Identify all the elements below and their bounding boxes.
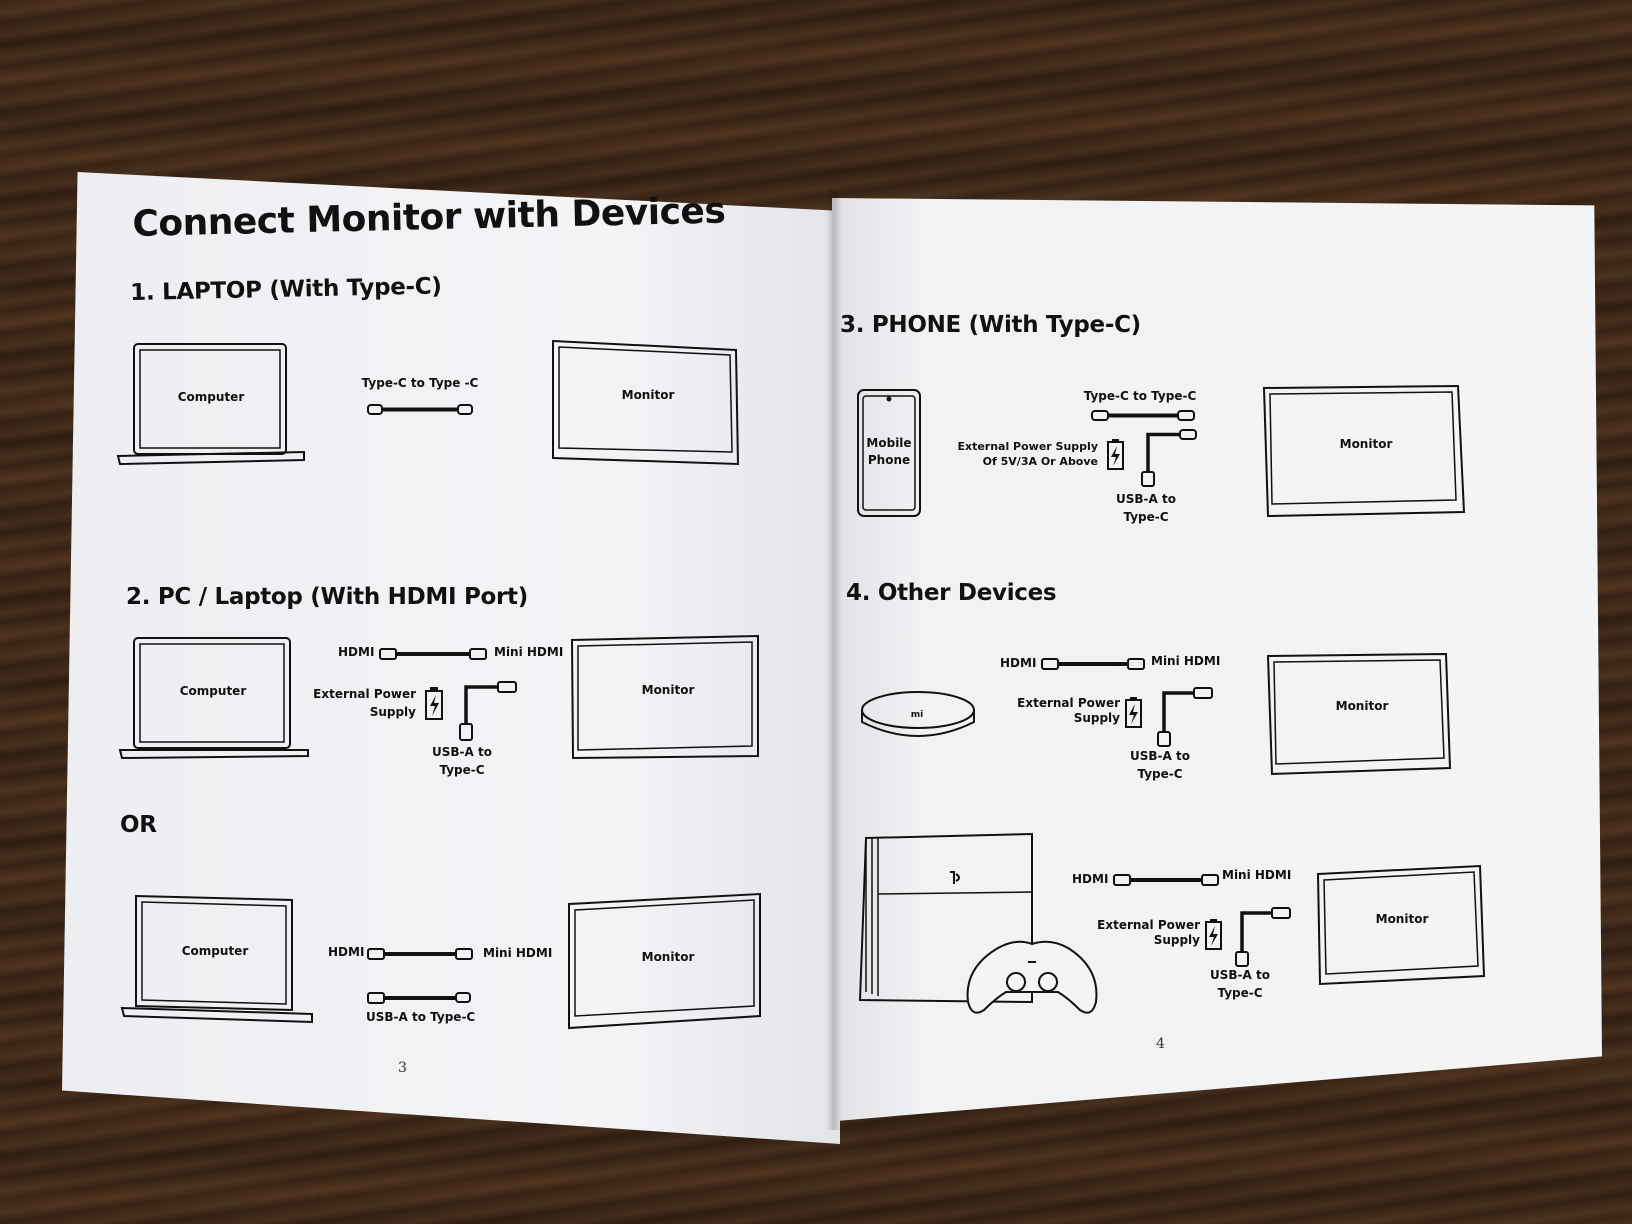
section-4-heading: 4. Other Devices	[846, 580, 1057, 606]
usb-label-line2: Type-C	[1123, 510, 1169, 524]
battery-icon	[1124, 697, 1144, 730]
battery-icon	[1106, 439, 1126, 472]
laptop-icon	[118, 636, 312, 762]
phone-label-line2: Phone	[867, 453, 911, 467]
hdmi-label: HDMI	[1072, 872, 1109, 886]
type-c-cable-icon	[366, 402, 476, 418]
hdmi-label: HDMI	[328, 945, 365, 959]
book-gutter	[826, 190, 842, 1130]
battery-icon	[424, 687, 446, 722]
monitor-icon	[1262, 384, 1468, 520]
type-c-cable-icon	[1090, 408, 1200, 424]
monitor-label: Monitor	[641, 683, 695, 697]
usb-label-line2: Type-C	[1137, 767, 1183, 781]
power-label-line2: Supply	[369, 705, 416, 719]
hdmi-cable-icon	[1112, 872, 1224, 888]
computer-label: Computer	[179, 684, 247, 698]
laptop-icon	[116, 338, 308, 468]
computer-label: Computer	[181, 944, 249, 958]
power-label-line2: Supply	[1073, 711, 1120, 725]
usb-label-line2: Type-C	[1217, 986, 1263, 1000]
usb-label-line1: USB-A to	[1130, 749, 1190, 763]
monitor-icon	[1316, 864, 1488, 988]
power-label-line1: External Power	[1097, 918, 1200, 932]
section-3-heading: 3. PHONE (With Type-C)	[840, 312, 1141, 338]
power-label-line2: Supply	[1153, 933, 1200, 947]
usb-label-line1: USB-A to	[1210, 968, 1270, 982]
tv-box-icon	[858, 688, 978, 748]
power-label-line2: Of 5V/3A Or Above	[982, 455, 1098, 468]
left-page	[62, 172, 840, 1144]
laptop-icon	[120, 894, 316, 1026]
mini-hdmi-label: Mini HDMI	[483, 946, 553, 960]
or-label: OR	[120, 812, 157, 838]
monitor-label: Monitor	[1335, 699, 1389, 713]
usb-cable-icon	[1232, 906, 1296, 970]
hdmi-cable-icon	[1040, 656, 1150, 672]
section-2-heading: 2. PC / Laptop (With HDMI Port)	[126, 584, 528, 610]
usb-label-line1: USB-A to	[432, 745, 492, 759]
usb-label-line2: Type-C	[439, 763, 485, 777]
monitor-icon	[1266, 652, 1454, 778]
hdmi-label: HDMI	[1000, 656, 1037, 670]
monitor-label: Monitor	[641, 950, 695, 964]
right-page	[832, 198, 1602, 1122]
monitor-icon	[566, 892, 764, 1032]
monitor-icon	[550, 338, 740, 468]
page-number-right: 4	[1156, 1036, 1165, 1052]
usb-cable-icon	[366, 990, 476, 1006]
mini-hdmi-label: Mini HDMI	[494, 645, 564, 659]
power-label-line1: External Power	[313, 687, 416, 701]
battery-icon	[1204, 919, 1224, 952]
power-label-line1: External Power Supply	[957, 440, 1098, 453]
phone-label-line1: Mobile	[866, 436, 912, 450]
power-label-line1: External Power	[1017, 696, 1120, 710]
monitor-icon	[570, 634, 762, 762]
hdmi-label: HDMI	[338, 645, 375, 659]
cable-label: Type-C to Type -C	[361, 376, 479, 390]
hdmi-cable-icon	[366, 946, 476, 962]
tv-box-logo: mi	[910, 710, 924, 720]
usb-label: USB-A to Type-C	[366, 1010, 476, 1024]
usb-cable-icon	[1154, 686, 1218, 750]
mobile-phone-icon	[856, 388, 924, 520]
mini-hdmi-label: Mini HDMI	[1151, 654, 1221, 668]
monitor-label: Monitor	[621, 388, 675, 402]
monitor-label: Monitor	[1339, 437, 1393, 451]
usb-label-line1: USB-A to	[1116, 492, 1176, 506]
page-number-left: 3	[398, 1060, 407, 1076]
computer-label: Computer	[177, 390, 245, 404]
cable-label: Type-C to Type-C	[1083, 389, 1197, 403]
usb-cable-icon	[1138, 428, 1202, 490]
monitor-label: Monitor	[1375, 912, 1429, 926]
usb-cable-icon	[454, 680, 524, 744]
mini-hdmi-label: Mini HDMI	[1222, 868, 1292, 882]
game-console-icon	[856, 832, 1106, 1022]
hdmi-cable-icon	[378, 646, 490, 662]
